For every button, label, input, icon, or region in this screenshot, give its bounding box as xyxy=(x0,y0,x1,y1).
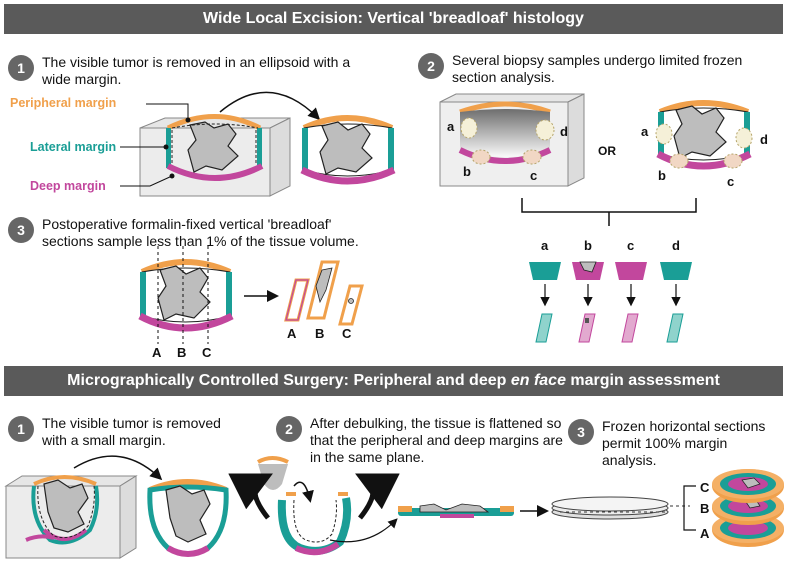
biopsy-letter-b: b xyxy=(463,164,471,179)
bracket xyxy=(521,198,697,213)
breadloaf-specimen xyxy=(138,246,234,344)
flatten-arrow-left xyxy=(228,473,273,520)
top-banner: Wide Local Excision: Vertical 'breadloaf… xyxy=(4,4,783,34)
debulk-arrow xyxy=(293,481,314,503)
piece-letter-d: d xyxy=(672,238,680,253)
biopsy-letter-d: d xyxy=(560,124,568,139)
bottom-title: Micrographically Controlled Surgery: Per… xyxy=(67,372,720,389)
wle-excision-ellipsoid xyxy=(166,114,264,181)
top-step-2: 2 Several biopsy samples undergo limited… xyxy=(418,52,758,86)
piece-arrows xyxy=(540,284,681,307)
bottom-step-2: 2 After debulking, the tissue is flatten… xyxy=(276,415,566,466)
top-step-3: 3 Postoperative formalin-fixed vertical … xyxy=(8,216,378,250)
mcs-excised-specimen xyxy=(147,479,229,557)
section-C: C xyxy=(342,326,352,341)
step-text: Several biopsy samples undergo limited f… xyxy=(452,52,743,85)
or-label: OR xyxy=(598,144,616,158)
step-text: The visible tumor is removed with a smal… xyxy=(42,415,221,448)
layer-label-B: B xyxy=(700,501,709,516)
piece-letter-c: c xyxy=(627,238,634,253)
section-A: A xyxy=(287,326,297,341)
biopsy-letter-b-right: b xyxy=(658,168,666,183)
biopsy-letter-c-right: c xyxy=(727,174,734,189)
section-stack xyxy=(551,496,669,520)
piece-letter-a: a xyxy=(541,238,549,253)
biopsy-specimen-right xyxy=(655,100,753,170)
section-line-A: A xyxy=(152,345,162,360)
u-shaped-margin xyxy=(277,492,352,556)
debulked-tumor xyxy=(257,456,289,490)
piece-letter-b: b xyxy=(584,238,592,253)
curved-arrow-mcs xyxy=(73,455,163,481)
bottom-step-3: 3 Frozen horizontal sections permit 100%… xyxy=(568,418,783,469)
section-B: B xyxy=(315,326,324,341)
wle-excised-specimen xyxy=(300,115,396,185)
step-text: Frozen horizontal sections permit 100% m… xyxy=(602,418,766,468)
step-number-badge: 3 xyxy=(568,419,594,445)
layer-label-C: C xyxy=(700,480,710,495)
curved-arrow xyxy=(219,91,321,121)
step-text: Postoperative formalin-fixed vertical 'b… xyxy=(42,216,359,249)
step-number-badge: 2 xyxy=(418,53,444,79)
mcs-tissue-block xyxy=(4,475,138,559)
layer-label-A: A xyxy=(700,526,710,541)
top-title: Wide Local Excision: Vertical 'breadloaf… xyxy=(203,10,584,27)
arrow-to-flattened xyxy=(329,518,398,543)
flattened-tissue xyxy=(398,503,514,518)
biopsy-letter-d-right: d xyxy=(760,132,768,147)
section-line-C: C xyxy=(202,345,212,360)
label-deep-margin: Deep margin xyxy=(30,179,106,193)
step-number-badge: 3 xyxy=(8,217,34,243)
biopsy-letter-c: c xyxy=(530,168,537,183)
flatten-arrow-right xyxy=(355,473,400,520)
layer-bracket xyxy=(683,485,696,531)
section-line-B: B xyxy=(177,345,186,360)
biopsy-letter-a-right: a xyxy=(641,124,649,139)
breadloaf-sections xyxy=(284,260,364,326)
margin-leader-lines xyxy=(120,103,191,187)
biopsy-block-left xyxy=(439,93,585,187)
top-step-1: 1 The visible tumor is removed in an ell… xyxy=(8,54,368,88)
step-text: After debulking, the tissue is flattened… xyxy=(310,415,563,465)
label-lateral-margin: Lateral margin xyxy=(30,140,117,154)
bottom-banner: Micrographically Controlled Surgery: Per… xyxy=(4,366,783,396)
section-disc-C xyxy=(712,469,784,503)
step-number-badge: 2 xyxy=(276,416,302,442)
step-number-badge: 1 xyxy=(8,416,34,442)
biopsy-letter-a: a xyxy=(447,119,455,134)
frozen-section-slides xyxy=(535,313,684,343)
label-peripheral-margin: Peripheral margin xyxy=(10,96,117,110)
biopsy-pieces xyxy=(529,261,692,280)
step-number-badge: 1 xyxy=(8,55,34,81)
step-text: The visible tumor is removed in an ellip… xyxy=(42,54,351,87)
bottom-step-1: 1 The visible tumor is removed with a sm… xyxy=(8,415,238,449)
